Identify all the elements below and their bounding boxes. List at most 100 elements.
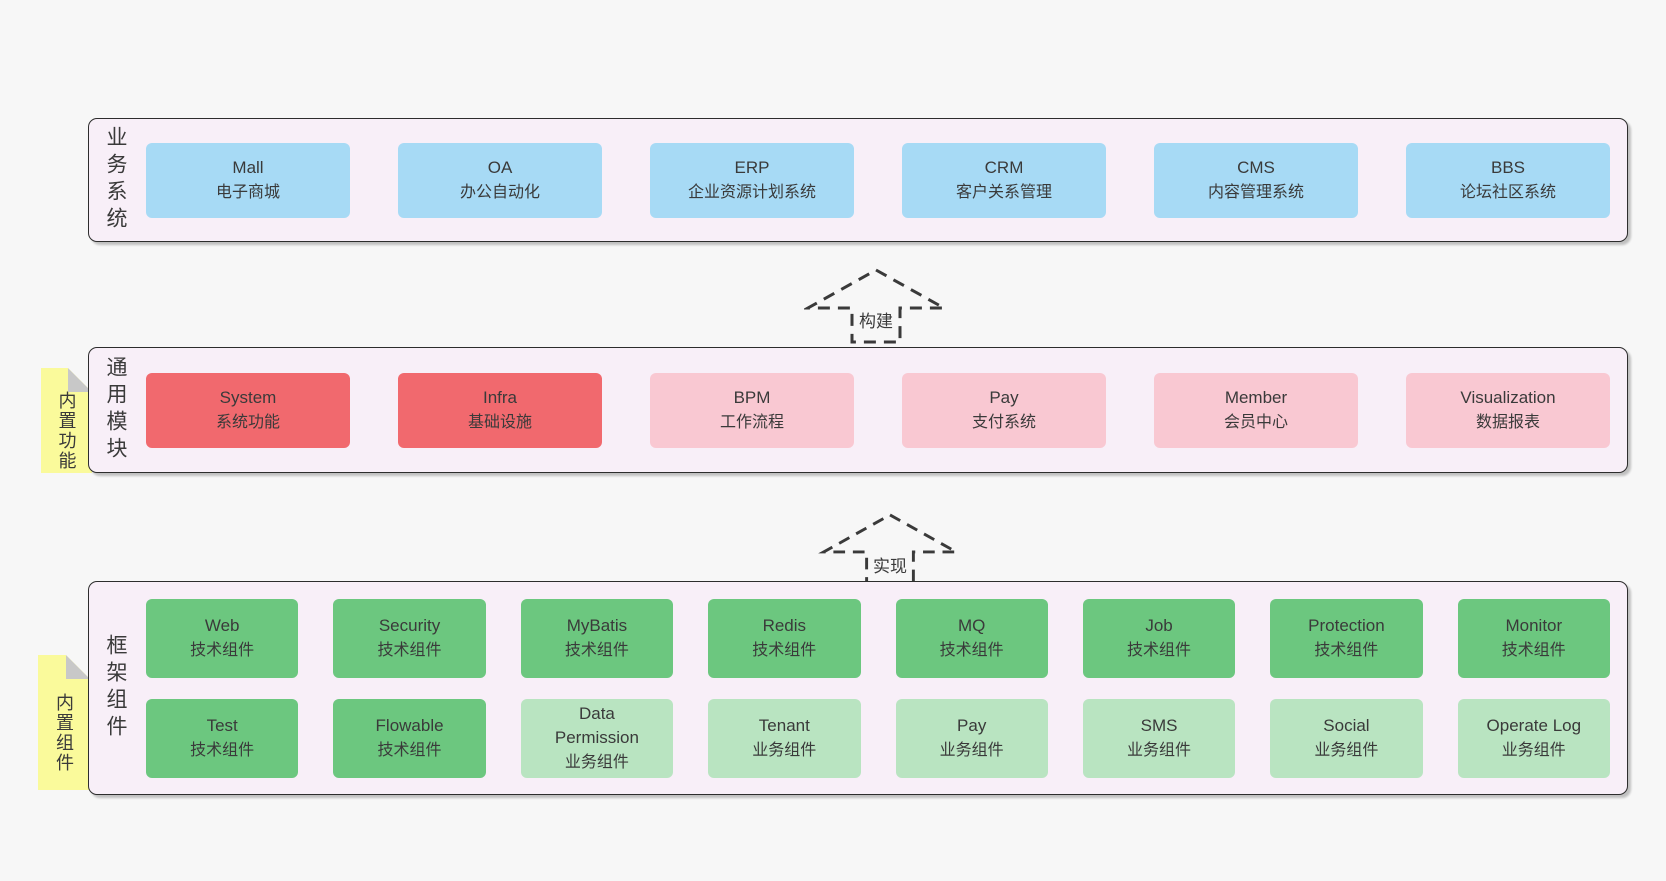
box-subtitle: 会员中心 — [1223, 413, 1288, 431]
box-title: CRM — [984, 158, 1024, 178]
box-subtitle: 办公自动化 — [459, 183, 540, 201]
box-subtitle: 客户关系管理 — [955, 183, 1052, 201]
up-arrow-icon — [804, 268, 948, 344]
box-title: Pay — [989, 388, 1019, 408]
box-tenant: Tenant 业务组件 — [708, 698, 861, 778]
box-mybatis: MyBatis 技术组件 — [520, 598, 674, 678]
box-infra: Infra 基础设施 — [398, 372, 602, 448]
box-protection: Protection 技术组件 — [1270, 598, 1423, 678]
arrow-implement: 实现 — [818, 512, 962, 588]
arrow-build: 构建 — [804, 267, 948, 345]
box-security: Security 技术组件 — [333, 598, 486, 678]
box-mq: MQ 技术组件 — [895, 598, 1048, 678]
box-title: Pay — [957, 716, 987, 736]
arrow-label: 构建 — [858, 307, 894, 332]
box-bbs: BBS 论坛社区系统 — [1406, 142, 1610, 218]
box-subtitle: 技术组件 — [377, 641, 442, 659]
box-subtitle: 业务组件 — [752, 741, 817, 759]
box-title: Tenant — [758, 716, 810, 736]
up-arrow-icon — [818, 513, 962, 587]
box-crm: CRM 客户关系管理 — [902, 142, 1106, 218]
box-flowable: Flowable 技术组件 — [333, 698, 486, 778]
box-title: BPM — [733, 388, 771, 408]
box-subtitle: 技术组件 — [377, 741, 442, 759]
box-cms: CMS 内容管理系统 — [1154, 142, 1358, 218]
sticky-label: 内置组件 — [54, 692, 74, 773]
layer-title: 通用模块 — [104, 356, 127, 464]
box-redis: Redis 技术组件 — [708, 598, 861, 678]
sticky-label: 内置功能 — [56, 390, 77, 471]
box-title: OA — [487, 158, 513, 178]
box-subtitle: 业务组件 — [1501, 741, 1566, 759]
sticky-note-builtin-features: 内置功能 — [41, 368, 92, 473]
box-title: Job — [1145, 616, 1173, 636]
box-title: Infra — [482, 388, 518, 408]
box-subtitle: 企业资源计划系统 — [687, 183, 816, 201]
box-subtitle: 数据报表 — [1475, 413, 1540, 431]
box-job: Job 技术组件 — [1082, 598, 1236, 678]
box-title: Flowable — [375, 716, 444, 736]
box-title: CMS — [1237, 158, 1275, 178]
box-title: Data Permission — [554, 703, 639, 748]
box-subtitle: 系统功能 — [215, 413, 280, 431]
box-subtitle: 论坛社区系统 — [1459, 183, 1556, 201]
box-title: ERP — [734, 158, 770, 178]
box-monitor: Monitor 技术组件 — [1457, 598, 1610, 678]
box-subtitle: 工作流程 — [719, 413, 784, 431]
box-operate-log: Operate Log 业务组件 — [1457, 698, 1610, 778]
box-title: Test — [206, 716, 238, 736]
folded-corner-icon — [66, 655, 90, 679]
box-test: Test 技术组件 — [146, 698, 299, 778]
box-web: Web 技术组件 — [146, 598, 299, 678]
box-title: MQ — [957, 616, 986, 636]
box-subtitle: 技术组件 — [939, 641, 1004, 659]
box-erp: ERP 企业资源计划系统 — [650, 142, 854, 218]
box-title: Security — [378, 616, 441, 636]
box-subtitle: 业务组件 — [1127, 741, 1192, 759]
box-title: Mall — [232, 158, 264, 178]
layer-title: 业务系统 — [104, 126, 127, 234]
box-subtitle: 业务组件 — [1314, 741, 1379, 759]
box-subtitle: 技术组件 — [1501, 641, 1566, 659]
box-oa: OA 办公自动化 — [398, 142, 602, 218]
box-bpm: BPM 工作流程 — [650, 372, 854, 448]
box-title: Web — [204, 616, 240, 636]
box-title: Protection — [1308, 616, 1385, 636]
box-subtitle: 基础设施 — [467, 413, 532, 431]
box-subtitle: 业务组件 — [939, 741, 1004, 759]
box-subtitle: 技术组件 — [1314, 641, 1379, 659]
box-title: Operate Log — [1486, 716, 1582, 736]
box-title: Monitor — [1505, 616, 1563, 636]
box-title: Redis — [762, 616, 807, 636]
box-subtitle: 内容管理系统 — [1207, 183, 1304, 201]
box-subtitle: 技术组件 — [752, 641, 817, 659]
box-title: MyBatis — [566, 616, 628, 636]
box-subtitle: 技术组件 — [564, 641, 629, 659]
arrow-label: 实现 — [872, 552, 908, 577]
layer-title: 框架组件 — [104, 634, 127, 742]
box-title: BBS — [1490, 158, 1526, 178]
box-subtitle: 技术组件 — [1127, 641, 1192, 659]
box-subtitle: 技术组件 — [190, 641, 255, 659]
box-pay: Pay 支付系统 — [902, 372, 1106, 448]
box-subtitle: 技术组件 — [190, 741, 255, 759]
box-subtitle: 支付系统 — [971, 413, 1036, 431]
